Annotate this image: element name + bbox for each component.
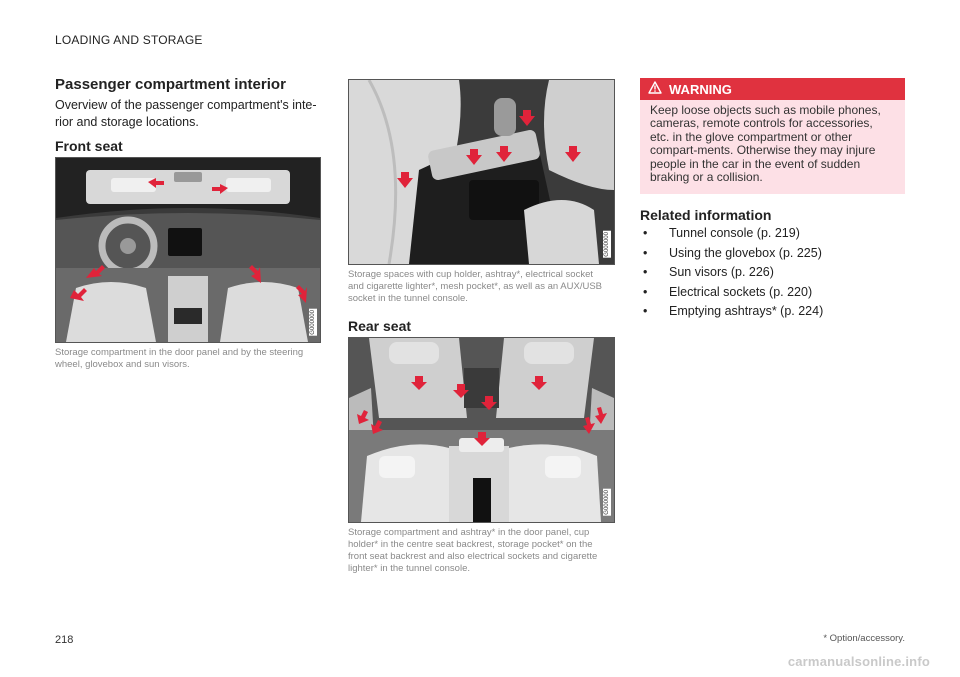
arrow-marker <box>519 110 535 126</box>
arrow-marker <box>583 417 595 434</box>
bullet-icon: • <box>643 284 648 299</box>
front-seat-heading: Front seat <box>55 138 123 154</box>
arrow-marker <box>565 146 581 162</box>
front-seat-illustration <box>56 158 320 342</box>
bullet-icon: • <box>643 245 648 260</box>
arrow-marker <box>531 376 547 390</box>
watermark: carmanualsonline.info <box>787 654 930 669</box>
bullet-icon: • <box>643 226 648 240</box>
tunnel-console-arrows <box>397 110 581 188</box>
rear-seat-arrows <box>357 376 607 446</box>
front-seat-caption: Storage compartment in the door panel an… <box>55 347 304 370</box>
figure-code: G000000 <box>603 489 611 516</box>
footnote: * Option/accessory. <box>823 633 905 644</box>
arrow-marker <box>357 410 369 424</box>
figure-code: G000000 <box>309 309 317 336</box>
related-link[interactable]: •Tunnel console (p. 219) <box>640 224 823 244</box>
arrow-marker <box>212 184 228 194</box>
related-information-list: •Tunnel console (p. 219) •Using the glov… <box>640 224 823 322</box>
arrow-marker <box>148 178 164 188</box>
related-link[interactable]: •Electrical sockets (p. 220) <box>640 283 823 303</box>
arrow-marker <box>397 172 413 188</box>
bullet-icon: • <box>643 304 648 319</box>
page-number: 218 <box>55 634 74 646</box>
arrow-marker <box>70 288 87 301</box>
bullet-icon: • <box>643 265 648 280</box>
related-information-heading: Related information <box>640 207 772 223</box>
tunnel-console-illustration <box>349 80 614 264</box>
warning-header: WARNING <box>640 78 905 100</box>
rear-seat-figure: G000000 <box>348 337 615 523</box>
arrow-marker <box>466 149 482 165</box>
arrow-marker <box>249 265 261 283</box>
front-seat-figure: G000000 <box>55 157 321 343</box>
arrow-marker <box>296 285 307 303</box>
intro-text: Overview of the passenger compartment's … <box>55 98 317 129</box>
arrow-marker <box>453 384 469 398</box>
related-link[interactable]: •Using the glovebox (p. 225) <box>640 244 823 264</box>
related-link[interactable]: •Sun visors (p. 226) <box>640 263 823 283</box>
arrow-marker <box>481 396 497 410</box>
warning-text: Keep loose objects such as mobile phones… <box>650 103 881 185</box>
rear-seat-heading: Rear seat <box>348 318 412 334</box>
arrow-marker <box>411 376 427 390</box>
arrow-marker <box>474 432 490 446</box>
tunnel-console-caption: Storage spaces with cup holder, ashtray*… <box>348 269 602 304</box>
page-title: Passenger compartment interior <box>55 76 286 93</box>
tunnel-console-figure: G000000 <box>348 79 615 265</box>
arrow-marker <box>86 265 105 278</box>
arrow-marker <box>595 407 607 424</box>
arrow-marker <box>371 420 383 434</box>
rear-seat-caption: Storage compartment and ashtray* in the … <box>348 527 598 574</box>
warning-box: WARNING Keep loose objects such as mobil… <box>640 78 905 194</box>
figure-code: G000000 <box>603 231 611 258</box>
section-header: LOADING AND STORAGE <box>55 33 203 47</box>
warning-title: WARNING <box>669 81 732 97</box>
warning-triangle-icon <box>648 81 662 97</box>
arrow-marker <box>496 146 512 162</box>
front-seat-arrows <box>70 178 307 303</box>
related-link[interactable]: •Emptying ashtrays* (p. 224) <box>640 302 823 322</box>
